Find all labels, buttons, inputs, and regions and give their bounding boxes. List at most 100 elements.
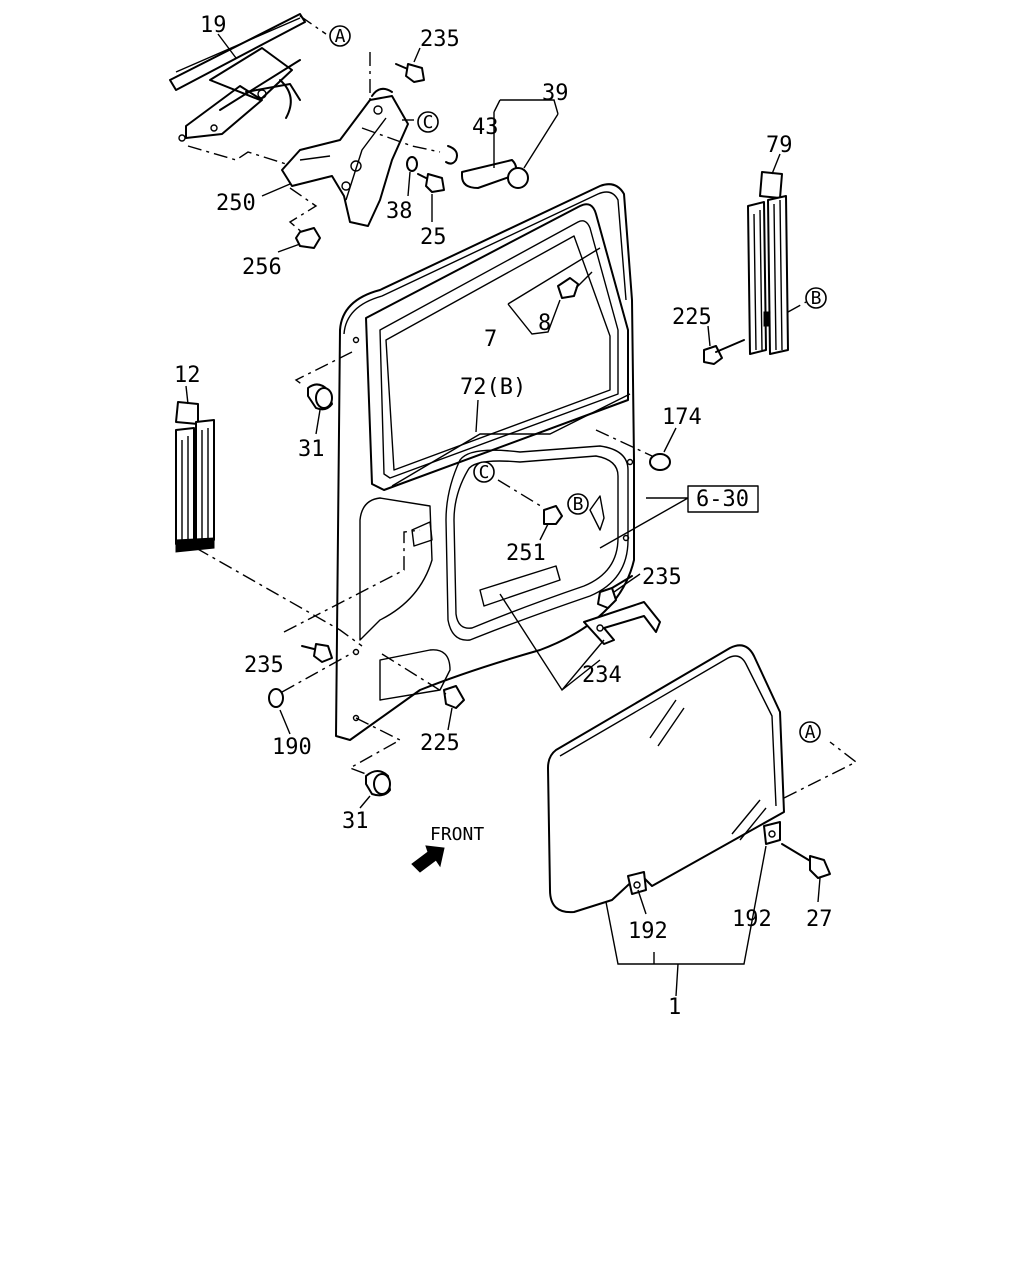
- callout-190: 190: [272, 735, 312, 760]
- ref-line-190: [281, 651, 355, 693]
- bolt-225-lower: [443, 685, 465, 709]
- leader-251: [539, 523, 549, 541]
- leader-27: [817, 877, 821, 903]
- callout-7: 7: [484, 327, 497, 352]
- leader-250: [261, 183, 291, 197]
- callout-250: 250: [216, 191, 256, 216]
- callout-6-30: 6-30: [696, 487, 749, 512]
- leader-31-top: [315, 409, 321, 435]
- leader-31-bottom: [359, 795, 371, 809]
- bolt-235-right: [597, 575, 633, 609]
- leader-234: [499, 593, 605, 692]
- ref-line-174: [595, 429, 653, 457]
- ref-line-c-mid: [497, 479, 545, 509]
- ref-line-225-lower: [381, 653, 447, 695]
- leader-38: [407, 171, 411, 197]
- callout-72b: 72(B): [460, 375, 526, 400]
- callout-235-left: 235: [244, 653, 284, 678]
- svg-text:B: B: [573, 494, 584, 515]
- cap-174: [649, 453, 671, 471]
- door-panel: [335, 183, 635, 741]
- ref-marker-c-mid: C: [473, 461, 495, 483]
- box-6-30: [687, 485, 759, 513]
- leader-7-8: [507, 247, 601, 335]
- leader-225-lower: [447, 707, 453, 731]
- callout-12: 12: [174, 363, 201, 388]
- leader-19: [217, 33, 237, 59]
- svg-text:A: A: [805, 722, 816, 743]
- callout-79: 79: [766, 133, 793, 158]
- callout-31-bottom: 31: [342, 809, 369, 834]
- front-arrow-icon: [411, 845, 445, 873]
- ref-line-235-left: [283, 529, 421, 633]
- callout-235-right: 235: [642, 565, 682, 590]
- glass-run-8: [557, 271, 593, 299]
- regulator-bracket: [281, 87, 409, 227]
- leader-192: [605, 845, 767, 965]
- callout-225-upper: 225: [672, 305, 712, 330]
- bolt-235-top: [395, 63, 425, 83]
- bumper-31-bottom: [365, 770, 391, 797]
- bolt-25: [417, 173, 445, 193]
- ref-marker-c-top: C: [417, 111, 439, 133]
- ref-marker-a-bottom: A: [799, 721, 821, 743]
- leader-6-30: [599, 497, 689, 549]
- ref-line-a-top: [299, 15, 327, 35]
- ref-line-12: [195, 547, 363, 647]
- callout-234: 234: [582, 663, 622, 688]
- leader-79: [771, 153, 781, 175]
- leader-39: [493, 99, 559, 169]
- callout-251: 251: [506, 541, 546, 566]
- ref-line-regulator-bracket: [187, 145, 287, 165]
- callout-43: 43: [472, 115, 499, 140]
- leader-225-upper: [707, 325, 711, 347]
- leader-256: [277, 243, 301, 253]
- svg-text:B: B: [811, 288, 822, 309]
- callout-8: 8: [538, 311, 551, 336]
- ref-marker-a-top: A: [329, 25, 351, 47]
- callout-192-left: 192: [628, 919, 668, 944]
- channel-79: [747, 171, 789, 355]
- regulator-handle-39: [461, 159, 529, 189]
- callout-39: 39: [542, 81, 569, 106]
- clip-43: [445, 145, 458, 165]
- svg-text:A: A: [335, 26, 346, 47]
- bolt-235-left: [301, 643, 333, 663]
- callout-31-top: 31: [298, 437, 325, 462]
- callout-235-top: 235: [420, 27, 460, 52]
- leader-1: [653, 952, 679, 997]
- ref-line-31-top: [294, 351, 353, 387]
- nut-256: [295, 227, 321, 249]
- callout-19: 19: [200, 13, 227, 38]
- leader-235-right: [613, 573, 641, 593]
- belt-molding-72b: [391, 393, 631, 487]
- callout-1: 1: [668, 995, 681, 1020]
- ref-marker-b-mid: B: [567, 493, 589, 515]
- callout-38: 38: [386, 199, 413, 224]
- washer-38: [406, 156, 418, 172]
- front-label: FRONT: [430, 824, 484, 845]
- ref-line-b-right: [787, 301, 807, 313]
- nut-251: [543, 505, 563, 525]
- bumper-31-top: [307, 383, 333, 411]
- callout-256: 256: [242, 255, 282, 280]
- callout-25: 25: [420, 225, 447, 250]
- ref-marker-b-right: B: [805, 287, 827, 309]
- door-glass-1: [547, 644, 785, 914]
- window-regulator-assembly: [169, 13, 306, 142]
- channel-12: [175, 401, 215, 553]
- svg-text:C: C: [479, 462, 490, 483]
- leader-174: [663, 427, 677, 453]
- ref-line-256: [288, 187, 318, 235]
- leader-72b: [475, 399, 479, 433]
- callout-225-lower: 225: [420, 731, 460, 756]
- callout-192-right: 192: [732, 907, 772, 932]
- callout-27: 27: [806, 907, 833, 932]
- ref-line-31-bottom: [348, 717, 402, 775]
- svg-text:C: C: [423, 112, 434, 133]
- bracket-234: [583, 601, 661, 645]
- bolt-27: [781, 843, 831, 879]
- plug-190: [268, 688, 284, 708]
